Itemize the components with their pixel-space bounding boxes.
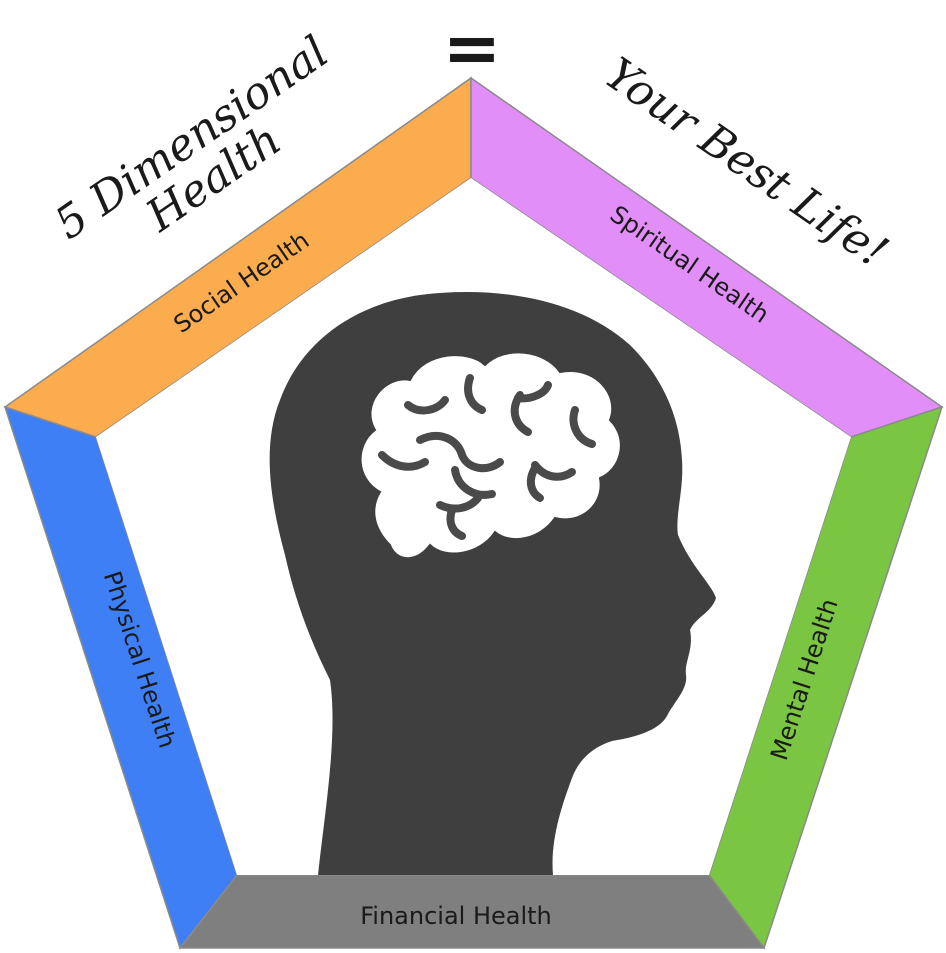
title-equals-sign: = — [443, 7, 502, 89]
financial-health-label: Financial Health — [360, 902, 552, 930]
head-with-brain-icon — [269, 292, 716, 876]
brain-icon — [359, 351, 622, 560]
brain-folds — [378, 374, 596, 540]
